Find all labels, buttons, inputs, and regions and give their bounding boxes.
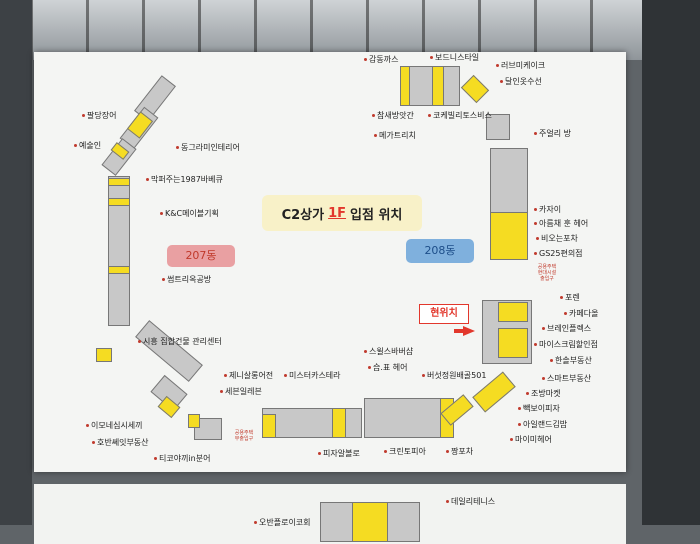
shop-label: 짱포차 <box>446 448 473 456</box>
window-bars <box>30 0 642 60</box>
shop-label: 카페다올 <box>564 310 598 318</box>
shop-label: 주얼리 방 <box>534 130 571 138</box>
arrow-right-icon <box>463 326 475 336</box>
shop-label: 마이미헤어 <box>510 436 552 444</box>
arrow-stem <box>454 329 464 333</box>
unit-block-occupied <box>108 266 130 274</box>
unit-block-occupied <box>352 502 388 542</box>
unit-block-occupied <box>498 302 528 322</box>
shop-label: 비오는포차 <box>536 235 578 243</box>
page-title: C2상가 1F 입점 위치 <box>262 195 422 231</box>
shop-label: 이모네심시세끼 <box>86 422 143 430</box>
shop-label: 습.표 헤어 <box>368 364 408 372</box>
unit-block <box>135 320 203 382</box>
floor-map-poster: C2상가 1F 입점 위치 207동 208동 현위치 공용주택 부출입구 공용… <box>34 52 626 472</box>
shop-label: 아일랜드김밥 <box>518 421 567 429</box>
sign-right-entrance: 공용주택 현대시설 출입구 <box>537 264 557 282</box>
title-suffix: 입점 위치 <box>350 207 403 223</box>
title-floor: 1F <box>328 205 347 221</box>
shop-label: 크린토피아 <box>384 448 426 456</box>
wall-right <box>642 0 700 525</box>
shop-label: 썸트리옥공방 <box>162 276 211 284</box>
unit-block-occupied <box>108 178 130 186</box>
shop-label: 보드니스타일 <box>430 54 479 62</box>
unit-block-occupied <box>460 74 490 104</box>
current-location-badge: 현위치 <box>419 304 469 324</box>
title-prefix: C2상가 <box>281 207 325 223</box>
unit-block-occupied <box>490 212 528 260</box>
shop-label: 동그라미인테리어 <box>176 144 240 152</box>
shop-label: 세븐일레븐 <box>220 388 262 396</box>
shop-label: 스윌스바버샵 <box>364 348 413 356</box>
sign-bottom-entrance: 공용주택 부출입구 <box>234 430 254 442</box>
shop-label: 스마트부동산 <box>542 375 591 383</box>
shop-label: 미스터카스테라 <box>284 372 341 380</box>
shop-label: 티코야끼in분어 <box>154 455 210 463</box>
shop-label: 달인옷수선 <box>500 78 542 86</box>
shop-label: 시흥 집합건물 관리센터 <box>138 338 222 346</box>
shop-label: 감동까스 <box>364 56 398 64</box>
shop-label: 버섯정원배골501 <box>422 372 486 380</box>
building-208-badge: 208동 <box>406 239 474 263</box>
shop-label: 예술인 <box>74 142 101 150</box>
shop-label: 메가트리치 <box>374 132 416 140</box>
unit-block-occupied <box>332 408 346 438</box>
shop-label: GS25편의점 <box>534 250 583 258</box>
unit-block <box>262 408 362 438</box>
unit-block <box>402 66 460 106</box>
shop-label: 조방마켓 <box>526 390 560 398</box>
shop-label: 피자알볼로 <box>318 450 360 458</box>
shop-label: 제니살롱어전 <box>224 372 273 380</box>
shop-label: 오반플로이코회 <box>254 519 311 527</box>
shop-label: 마이스크림할인점 <box>534 341 598 349</box>
unit-block <box>194 418 222 440</box>
shop-label: 러브미케이크 <box>496 62 545 70</box>
shop-label: 호반쎄잇부동산 <box>92 439 149 447</box>
shop-label: 빽보이피자 <box>518 405 560 413</box>
wall-left <box>0 0 32 525</box>
unit-block-occupied <box>498 328 528 358</box>
unit-block-occupied <box>188 414 200 428</box>
unit-block-occupied <box>96 348 112 362</box>
unit-block <box>108 176 130 326</box>
unit-block-occupied <box>400 66 410 106</box>
shop-label: K&C메이블기획 <box>160 210 219 218</box>
shop-label: 한솔부동산 <box>550 357 592 365</box>
shop-label: 아름채 훈 헤어 <box>534 220 588 228</box>
shop-label: 포렌 <box>560 294 580 302</box>
shop-label: 팔당장어 <box>82 112 116 120</box>
shop-label: 데일리테니스 <box>446 498 495 506</box>
shop-label: 코케빌리토스비스 <box>428 112 492 120</box>
shop-label: 카자이 <box>534 206 561 214</box>
unit-block-occupied <box>262 414 276 438</box>
unit-block-occupied <box>432 66 444 106</box>
building-207-badge: 207동 <box>167 245 235 267</box>
unit-block-occupied <box>108 198 130 206</box>
shop-label: 참새방앗간 <box>372 112 414 120</box>
shop-label: 브레인플렉스 <box>542 325 591 333</box>
shop-label: 막퍼주는1987바베큐 <box>146 176 223 184</box>
lower-floor-poster: 데일리테니스 오반플로이코회 <box>34 484 626 544</box>
